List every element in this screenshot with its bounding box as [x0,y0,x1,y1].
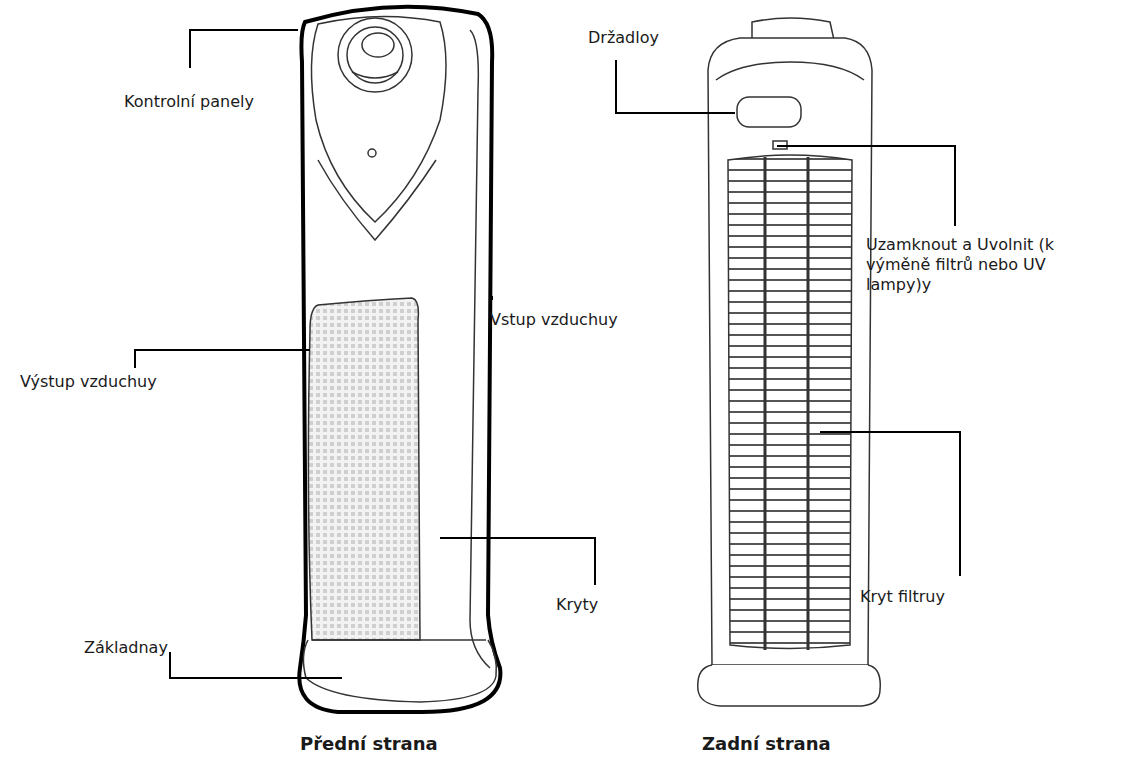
part-label: Kryt filtruy [860,587,945,607]
part-label: Vstup vzduchuy [490,310,618,330]
view-caption: Přední strana [300,734,438,754]
part-label: Držadloy [588,28,659,48]
part-label: Výstup vzduchuy [20,372,157,392]
part-label: Základnay [84,638,168,658]
front-view [299,7,500,712]
part-label: Kontrolní panely [124,92,254,112]
view-caption: Zadní strana [702,734,831,754]
part-label: Kryty [556,595,598,615]
leader-lines [135,30,960,678]
part-label: Uzamknout a Uvolnit (k výměně filtrů neb… [866,235,1066,295]
back-view [698,18,880,706]
